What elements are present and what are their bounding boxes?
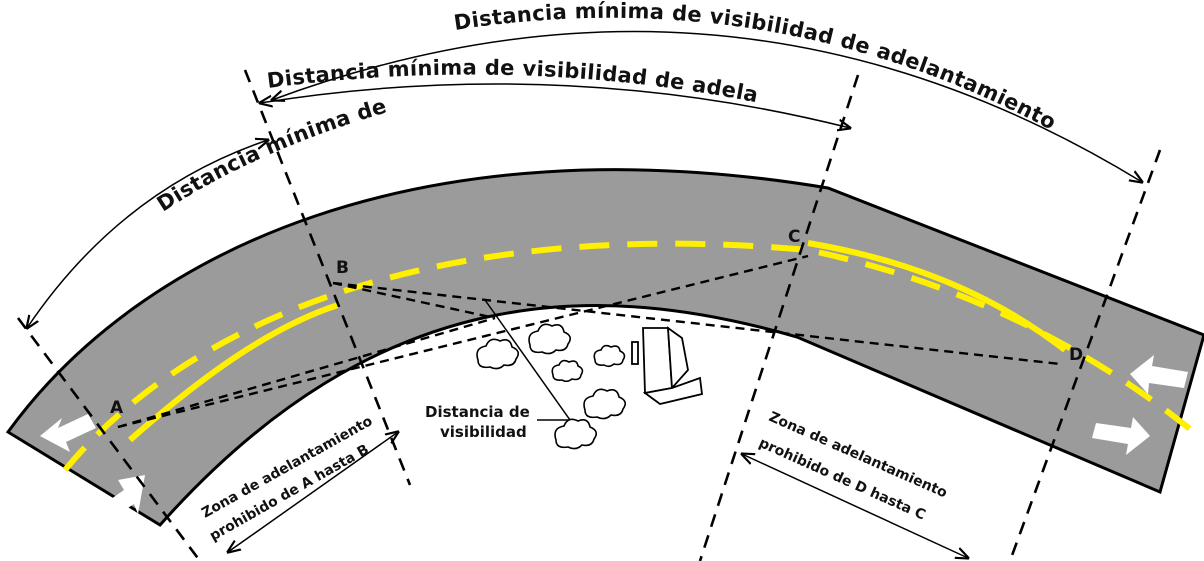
arrow-right-icon <box>98 475 145 522</box>
sight-distance-label-line1: Distancia de <box>425 403 530 421</box>
dimension-zone-left <box>228 432 398 552</box>
sight-line-a-c <box>117 254 809 429</box>
point-b-label: B <box>336 258 349 278</box>
left-distance-label: Distancia mínima de visibilidad de adela… <box>0 0 397 216</box>
dimension-arc-inner <box>260 83 850 128</box>
sight-line-b-d <box>332 281 1061 366</box>
dimension-arc-left <box>27 140 268 328</box>
point-c-label: C <box>788 227 800 247</box>
reference-line-a <box>16 317 202 561</box>
no-passing-line-left <box>128 302 339 443</box>
dimension-zone-right <box>742 454 968 558</box>
sight-line-upper <box>332 281 496 320</box>
reference-line-d <box>1008 149 1162 561</box>
dimension-arc-outer <box>272 30 1142 182</box>
point-a-label: A <box>110 398 124 418</box>
no-passing-line-right <box>807 240 1067 353</box>
arrow-left-icon <box>1130 355 1188 394</box>
sight-line-a-lower <box>117 316 496 429</box>
reference-line-c <box>698 74 860 561</box>
point-d-label: D <box>1069 345 1083 365</box>
house-icon <box>631 326 703 405</box>
arrow-right-icon <box>1092 417 1150 455</box>
sight-distance-label-line2: visibilidad <box>440 423 527 441</box>
arrow-left-icon <box>40 414 96 452</box>
bush-icon <box>476 323 627 450</box>
